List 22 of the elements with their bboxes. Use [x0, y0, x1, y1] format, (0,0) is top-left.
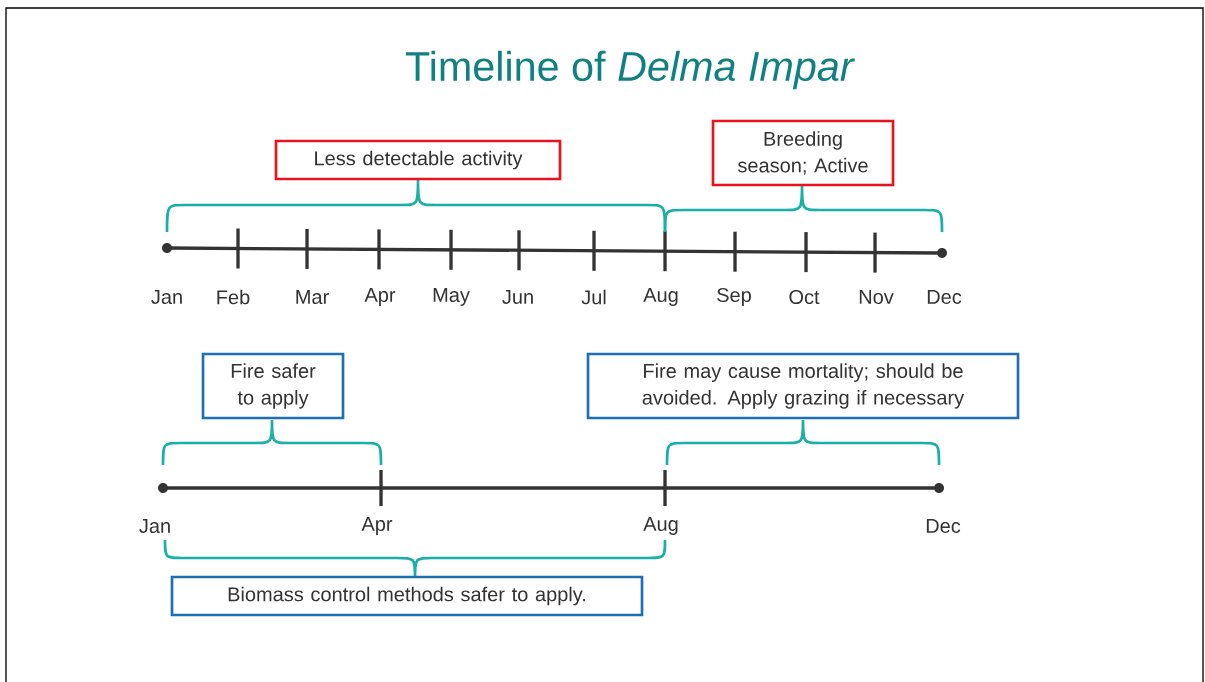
month-label: Nov [859, 290, 894, 304]
text-box: Fire safer to apply [201, 352, 345, 420]
month-label: Apr [361, 517, 393, 535]
text-box: Biomass control methods safer to apply. [170, 575, 644, 617]
month-label: Feb [217, 289, 250, 305]
text-box: Breeding season; Active [711, 119, 895, 187]
month-label: Dec [927, 290, 962, 304]
text-box: Fire may cause mortality; should be avoided. Apply grazing if necessary [586, 352, 1020, 420]
month-label: Jun [502, 290, 533, 304]
month-label: Jul [581, 289, 606, 305]
month-label: Dec [926, 519, 961, 533]
title: Timeline of Delma Impar [405, 50, 855, 90]
month-label: May [433, 288, 470, 306]
text-box: Less detectable activity [274, 139, 562, 181]
month-label: Sep [717, 287, 751, 307]
month-label: Apr [364, 288, 396, 306]
month-label: Aug [643, 288, 678, 306]
month-label: Jan [151, 290, 182, 304]
month-label: Mar [296, 290, 329, 304]
month-label: Jan [139, 519, 170, 533]
month-label: Oct [789, 289, 820, 305]
month-label: Aug [643, 517, 678, 535]
